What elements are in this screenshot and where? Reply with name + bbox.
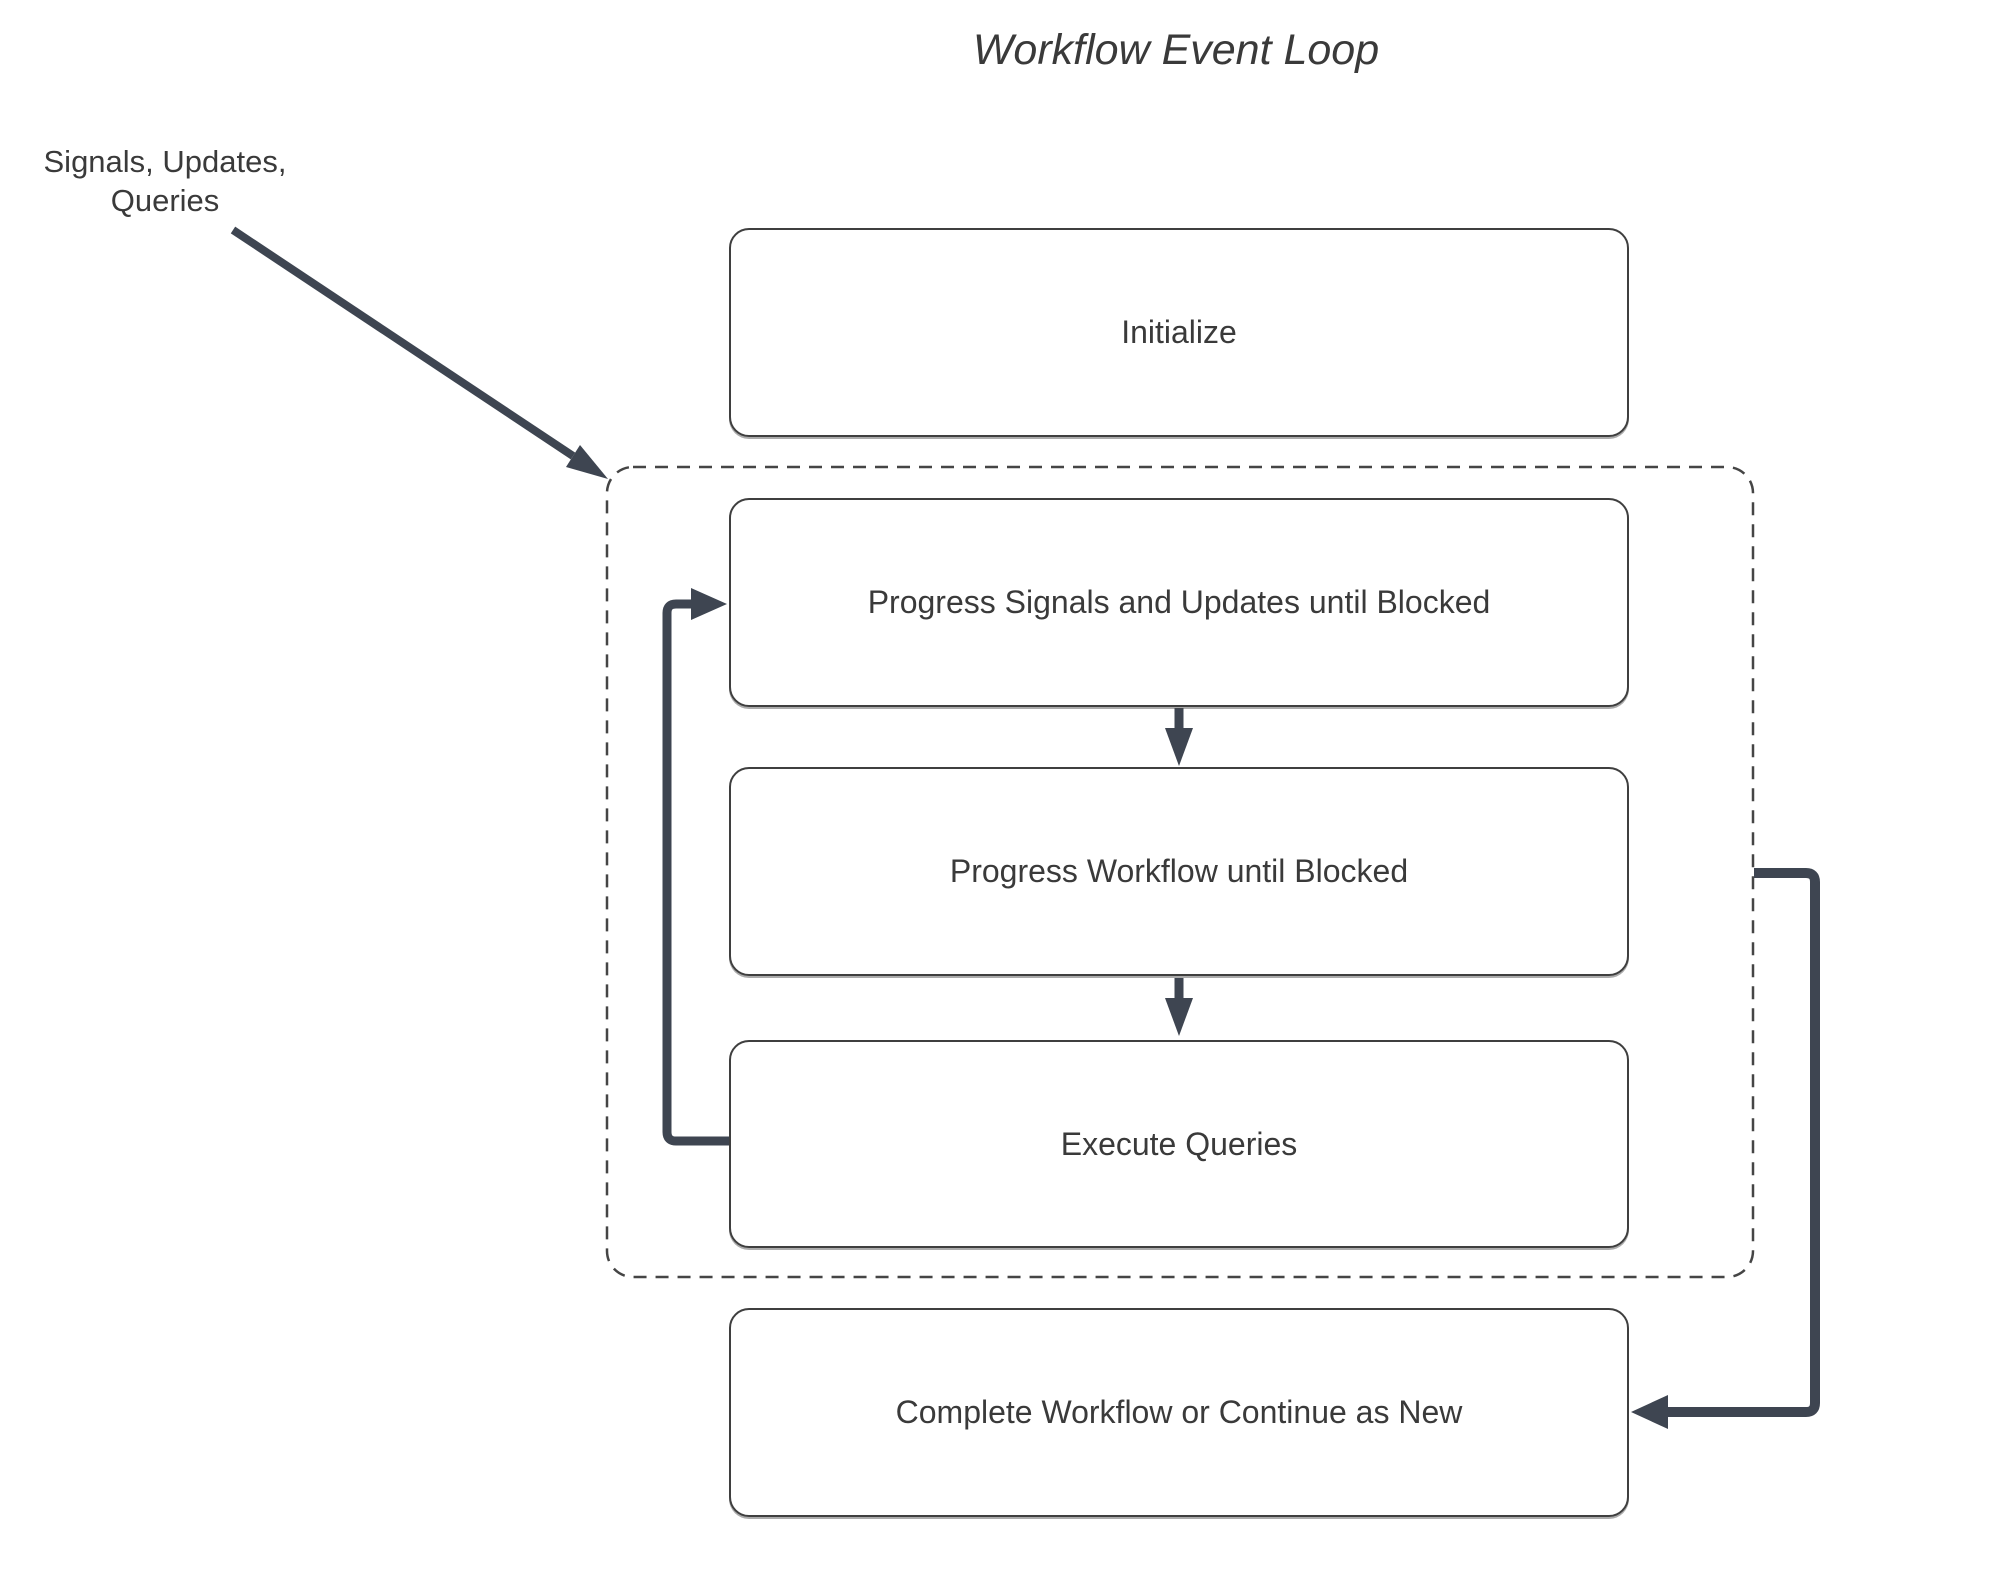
edge-signals-to-workflow [1165,708,1193,766]
node-execute-queries: Execute Queries [729,1040,1629,1248]
node-progress-signals-label: Progress Signals and Updates until Block… [867,584,1491,620]
node-progress-workflow-label: Progress Workflow until Blocked [949,853,1409,889]
arrowhead-diagonal [566,445,608,479]
node-initialize-label: Initialize [1121,314,1237,350]
arrowhead-down-2 [1165,998,1193,1036]
node-initialize: Initialize [729,228,1629,437]
node-complete: Complete Workflow or Continue as New [729,1308,1629,1517]
edge-signals-to-group [230,226,608,479]
node-complete-label: Complete Workflow or Continue as New [895,1394,1463,1430]
diagram-title: Workflow Event Loop [972,26,1380,74]
edge-group-to-complete [1631,868,1820,1429]
arrowhead-complete [1631,1395,1668,1429]
annotation-signals-updates-queries: Signals, Updates, Queries [15,142,315,220]
node-execute-queries-label: Execute Queries [1060,1125,1298,1162]
node-progress-signals: Progress Signals and Updates until Block… [729,498,1629,707]
node-progress-workflow: Progress Workflow until Blocked [729,767,1629,976]
arrowhead-down-1 [1165,728,1193,766]
arrowhead-loop [691,588,727,620]
edge-workflow-to-queries [1165,978,1193,1036]
annotation-line-2: Queries [110,183,220,218]
annotation-line-1: Signals, Updates, [43,144,287,179]
edge-loop-back [662,588,729,1146]
